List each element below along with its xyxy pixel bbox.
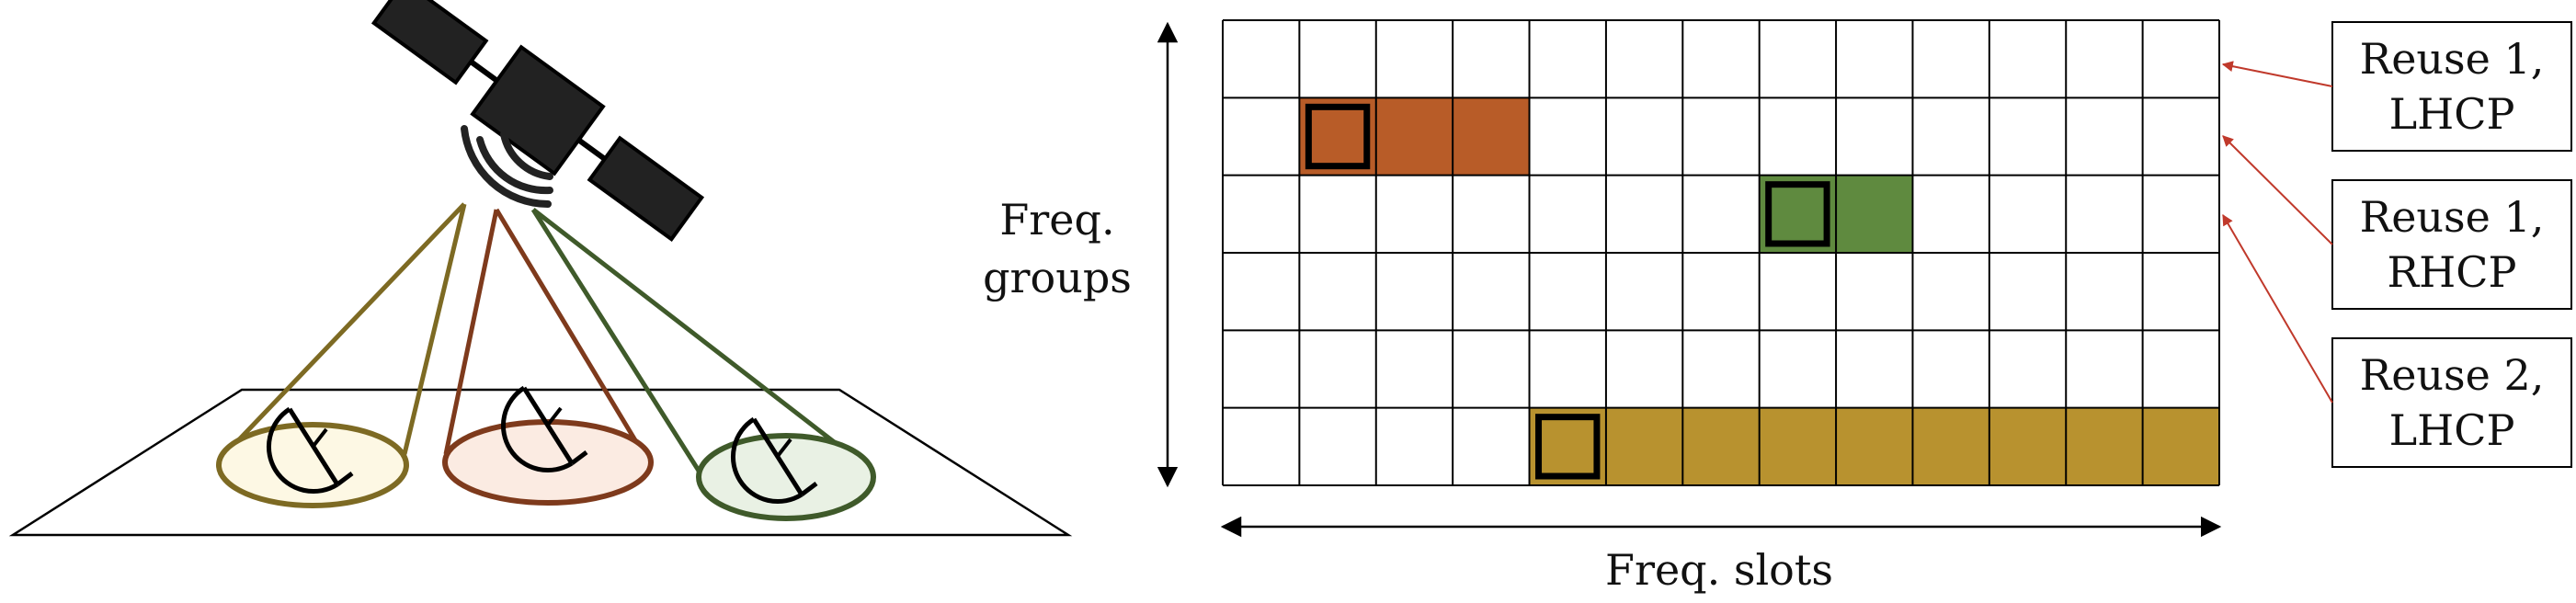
coverage-yellow (216, 422, 409, 508)
allocated-slot-yellow (2066, 407, 2143, 485)
satellite-illustration (8, 0, 1073, 537)
allocated-slot-yellow (1836, 407, 1913, 485)
grid-lines (1222, 19, 2220, 486)
allocated-slot-yellow (1605, 407, 1683, 485)
y-axis-label-line2: groups (983, 253, 1132, 302)
allocated-slot-yellow (1989, 407, 2067, 485)
legend-item-line2: LHCP (2389, 89, 2515, 139)
anchor-slot-green (1765, 181, 1830, 247)
beam-orange (443, 208, 646, 456)
anchor-slot-orange (1305, 103, 1371, 170)
allocation-layer (1299, 97, 2219, 485)
legend-pointer-arrow (2221, 61, 2333, 87)
legend-pointer-arrow (2222, 213, 2333, 404)
legend-item-reuse1-rhcp: Reuse 1, RHCP (2331, 179, 2572, 310)
legend-item-line2: LHCP (2389, 405, 2515, 455)
legend-item-reuse2-lhcp: Reuse 2, LHCP (2331, 337, 2572, 468)
allocated-slot-orange (1375, 97, 1453, 176)
signal-waves-icon (461, 125, 553, 208)
allocated-slot-orange (1299, 97, 1376, 176)
beam-green (530, 208, 871, 480)
coverage-orange (442, 419, 654, 506)
allocated-slot-yellow (2142, 407, 2219, 485)
dish-antenna-icon (266, 406, 354, 495)
legend-item-line1: Reuse 1, (2360, 192, 2545, 242)
beam-yellow (223, 202, 467, 456)
y-axis-label-line1: Freq. (999, 195, 1114, 245)
legend-item-line1: Reuse 1, (2360, 34, 2545, 84)
legend-item-line2: RHCP (2388, 247, 2517, 297)
frequency-grid: Freq. groups Freq. slots (983, 19, 2222, 595)
coverage-green (696, 433, 876, 521)
anchor-slot-yellow (1535, 414, 1601, 480)
dish-antenna-icon (500, 385, 588, 473)
legend-item-line1: Reuse 2, (2360, 350, 2545, 400)
allocated-slot-orange (1453, 97, 1530, 176)
legend: Reuse 1, LHCP Reuse 1, RHCP Reuse 2, LHC… (2221, 21, 2572, 468)
legend-item-reuse1-lhcp: Reuse 1, LHCP (2331, 21, 2572, 152)
allocated-slot-yellow (1682, 407, 1760, 485)
allocated-slot-yellow (1759, 407, 1837, 485)
anchor-cell-layer (1305, 103, 1830, 480)
allocated-slot-green (1759, 175, 1837, 253)
satellite-icon (370, 0, 705, 243)
allocated-slot-yellow (1529, 407, 1606, 485)
x-axis-label: Freq. slots (1605, 545, 1833, 595)
allocated-slot-yellow (1912, 407, 1989, 485)
legend-pointer-arrow (2222, 135, 2333, 245)
dish-antenna-icon (730, 416, 818, 505)
allocated-slot-green (1836, 175, 1913, 253)
